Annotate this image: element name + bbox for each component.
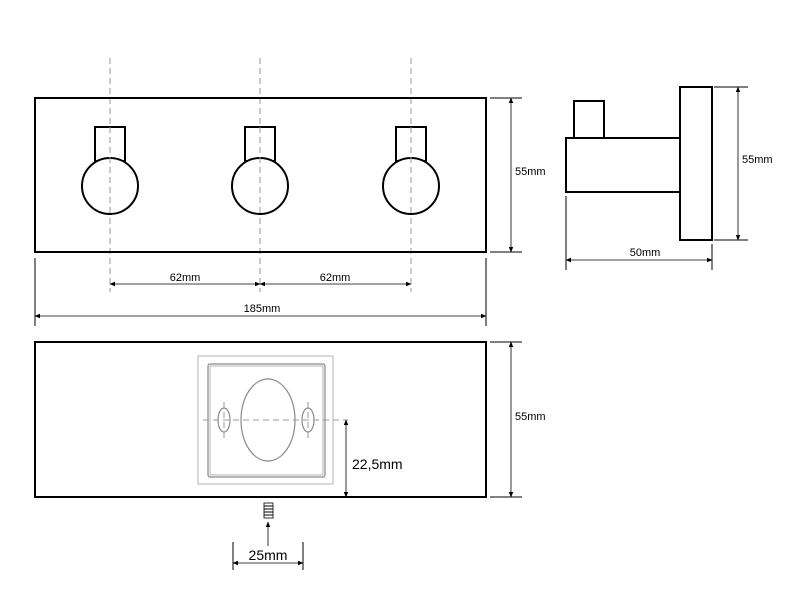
back-base-plate [34,341,487,498]
side-tip [573,100,605,139]
dim-total-width-label: 185mm [244,303,281,315]
dim-mount-height-label: 22,5mm [352,456,403,472]
side-wall-plate [679,86,713,241]
hook-3 [382,126,440,215]
dim-back-height: 55mm [490,341,546,498]
hook-1 [81,126,139,215]
dim-total-width: 185mm [34,258,487,326]
dim-front-height: 55mm [490,97,546,253]
side-arm [565,137,681,193]
dim-front-height-label: 55mm [515,166,546,178]
dim-screw-offset: 25mm [232,542,304,570]
front-base-plate [34,97,487,253]
set-screw [263,502,274,546]
dim-spacing-right-label: 62mm [320,272,351,284]
dim-spacing-right: 62mm [259,272,412,287]
dim-back-height-label: 55mm [515,411,546,423]
dim-spacing-left-label: 62mm [170,272,201,284]
dim-side-height: 55mm [714,86,773,241]
back-view: 55mm 22,5mm 25mm [34,341,546,570]
dim-screw-offset-label: 25mm [249,547,288,563]
dim-spacing-left: 62mm [109,272,261,287]
side-view: 55mm 50mm [565,86,773,270]
mounting-plate [197,355,348,485]
dim-mount-height: 22,5mm [343,419,403,498]
dim-side-depth: 50mm [565,196,713,270]
dim-side-depth-label: 50mm [630,247,661,259]
hook-2 [231,126,289,215]
dim-side-height-label: 55mm [742,154,773,166]
front-view: 62mm 62mm 185mm 55mm [34,58,546,326]
